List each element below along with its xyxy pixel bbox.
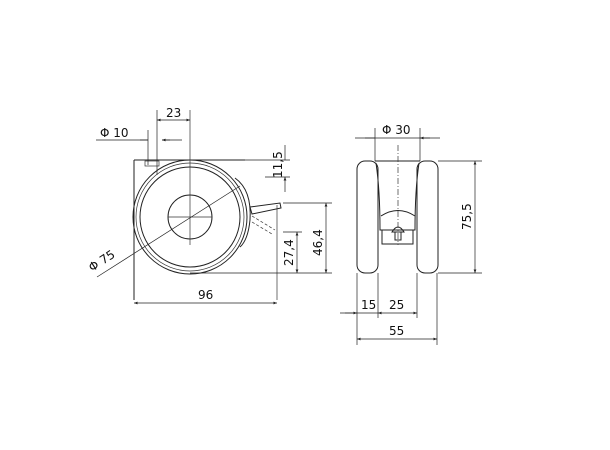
brake-housing bbox=[234, 177, 251, 248]
dim-15: 15 bbox=[361, 298, 376, 312]
extension-lines bbox=[147, 110, 158, 175]
side-view: 23 Φ 10 11,5 46,4 27,4 Φ 75 96 bbox=[86, 106, 332, 305]
dim-phi10: Φ 10 bbox=[100, 126, 129, 140]
dim-11-5: 11,5 bbox=[271, 151, 285, 178]
brake-lever bbox=[249, 202, 282, 215]
dim-23: 23 bbox=[166, 106, 181, 120]
brake-shoe bbox=[380, 210, 416, 217]
extension-brake bbox=[190, 202, 332, 274]
dim-27-4: 27,4 bbox=[282, 239, 296, 266]
tire-left bbox=[356, 160, 379, 274]
dim-96: 96 bbox=[198, 288, 213, 302]
dim-55: 55 bbox=[389, 324, 404, 338]
fork bbox=[375, 160, 420, 231]
dim-phi30: Φ 30 bbox=[382, 123, 411, 137]
dim-phi75-line bbox=[96, 185, 241, 278]
front-view: Φ 30 75,5 15 25 55 bbox=[340, 123, 482, 345]
center-lines bbox=[168, 110, 212, 245]
dim-25: 25 bbox=[389, 298, 404, 312]
dim-75-5: 75,5 bbox=[460, 203, 474, 230]
tire-right bbox=[416, 160, 439, 274]
dim-phi75: Φ 75 bbox=[86, 247, 118, 274]
axle-bolt bbox=[391, 226, 405, 241]
extension-bottom bbox=[356, 273, 438, 345]
dim-46-4: 46,4 bbox=[311, 229, 325, 256]
axle-housing bbox=[381, 229, 414, 245]
brake-lever-released bbox=[251, 215, 276, 235]
stem-plate bbox=[144, 160, 160, 167]
